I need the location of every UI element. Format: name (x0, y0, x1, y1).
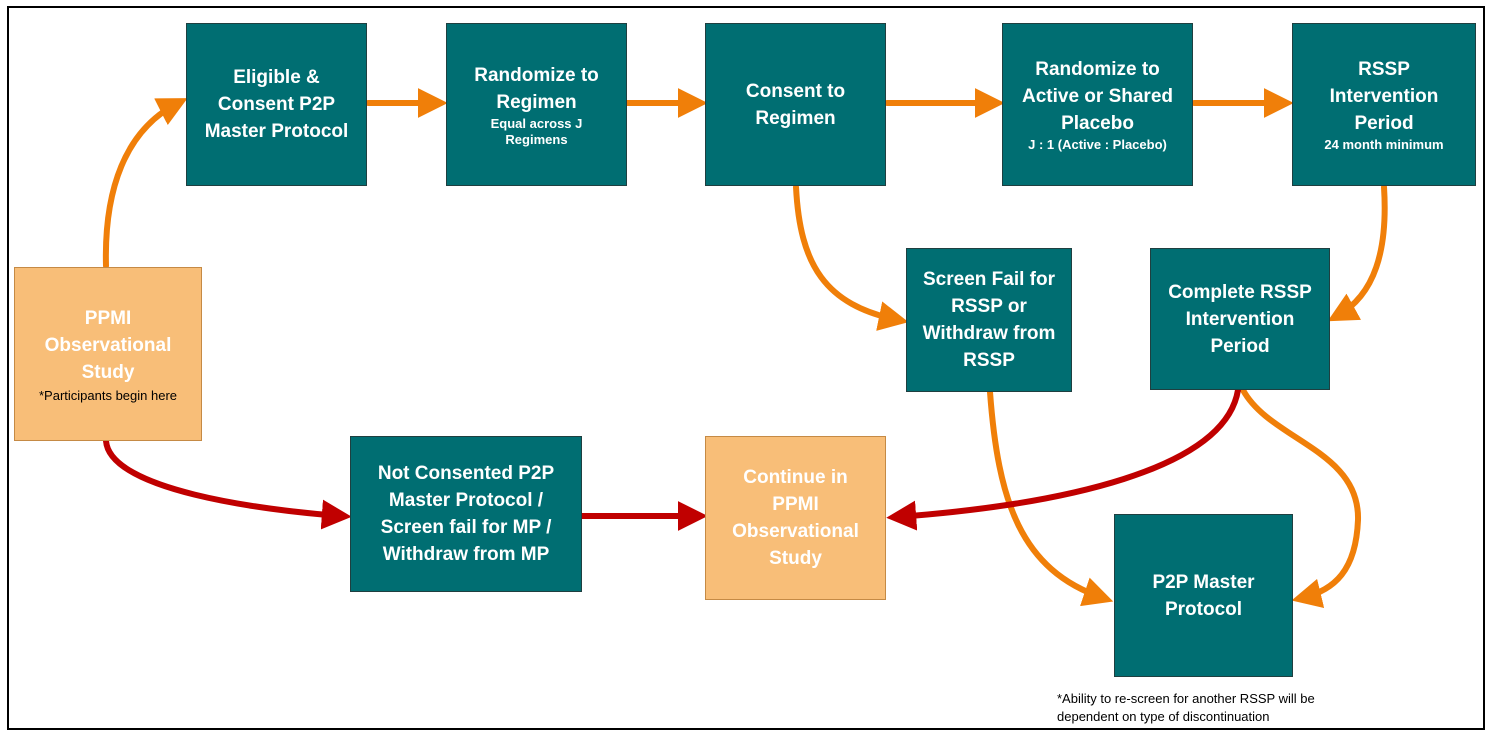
node-title: Complete RSSP Intervention Period (1168, 281, 1312, 357)
node-title: Randomize to Regimen (474, 64, 599, 113)
node-title: Continue in PPMI Observational Study (732, 467, 859, 569)
arrow-rssp-to-complete (1327, 184, 1388, 322)
footnote: *Ability to re-screen for another RSSP w… (1057, 691, 1315, 724)
node-subtitle: 24 month minimum (1324, 137, 1444, 152)
node-subtitle: *Participants begin here (38, 387, 178, 403)
arrow-complete-to-p2p (1240, 387, 1362, 609)
node-screen-fail-withdraw: Screen Fail for RSSP or Withdraw from RS… (906, 248, 1072, 392)
node-eligible-consent: Eligible & Consent P2P Master Protocol (186, 23, 367, 186)
node-title: P2P Master Protocol (1152, 571, 1255, 620)
node-complete-rssp: Complete RSSP Intervention Period (1150, 248, 1330, 390)
node-title: Randomize to Active or Shared Placebo (1022, 59, 1173, 134)
arrow-ppmi-to-eligible (102, 98, 188, 269)
node-subtitle: J : 1 (Active : Placebo) (1028, 137, 1167, 152)
arrow-ppmi-to-notconsented (103, 438, 352, 530)
node-continue-ppmi: Continue in PPMI Observational Study (705, 436, 886, 600)
node-subtitle: Equal across J Regimens (490, 115, 583, 147)
node-title: Eligible & Consent P2P Master Protocol (204, 67, 349, 142)
node-title: Screen Fail for RSSP or Withdraw from RS… (922, 269, 1056, 371)
node-title: Not Consented P2P Master Protocol / Scre… (377, 463, 555, 565)
node-consent-to-regimen: Consent to Regimen (705, 23, 886, 186)
diagram-frame (7, 6, 1485, 730)
node-title: PPMI Observational Study (44, 307, 172, 383)
node-randomize-to-regimen: Randomize to Regimen Equal across J Regi… (446, 23, 627, 186)
node-ppmi-observational-study: PPMI Observational Study *Participants b… (14, 267, 202, 441)
node-title: RSSP Intervention Period (1329, 59, 1439, 134)
arrow-complete-to-continue (886, 387, 1241, 531)
node-title: Consent to Regimen (745, 80, 846, 129)
node-not-consented: Not Consented P2P Master Protocol / Scre… (350, 436, 582, 592)
node-randomize-active-placebo: Randomize to Active or Shared Placebo J … (1002, 23, 1193, 186)
node-p2p-master-protocol: P2P Master Protocol (1114, 514, 1293, 677)
node-rssp-intervention-period: RSSP Intervention Period 24 month minimu… (1292, 23, 1476, 186)
arrow-screenfail-to-p2p (987, 389, 1114, 607)
arrow-consent-to-screenfail (793, 184, 909, 331)
